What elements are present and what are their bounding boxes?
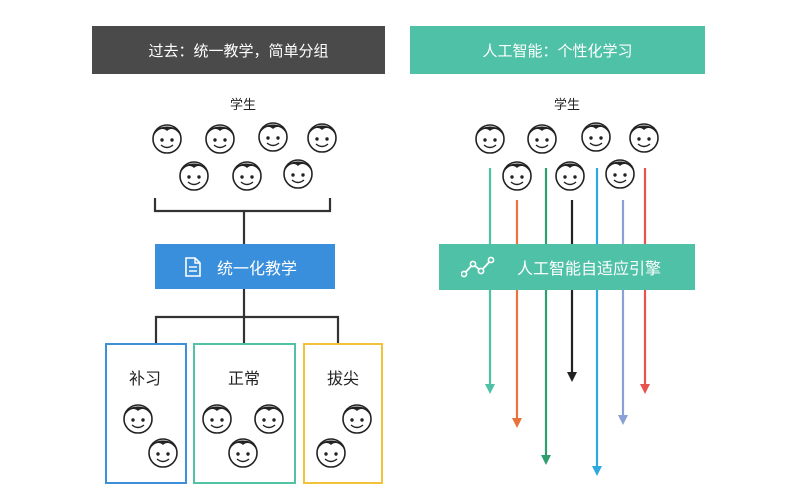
student-face-icon	[307, 123, 337, 153]
left-title-banner: 过去：统一教学，简单分组	[92, 26, 385, 74]
arrow-4	[567, 200, 577, 382]
student-face-icon	[152, 124, 182, 154]
document-icon	[185, 256, 201, 277]
student-face-icon	[629, 123, 659, 153]
group-box-remedial: 补习	[105, 343, 187, 484]
student-face-icon	[475, 124, 505, 154]
student-face-icon	[123, 404, 153, 434]
right-title: 人工智能：个性化学习	[482, 41, 633, 60]
arrow-6	[618, 200, 628, 425]
student-face-icon	[254, 404, 284, 434]
right-title-banner: 人工智能：个性化学习	[410, 26, 705, 74]
student-face-icon	[148, 438, 178, 468]
group-box-normal: 正常	[193, 343, 296, 484]
student-face-icon	[283, 159, 313, 189]
arrow-5	[592, 168, 602, 476]
left-student-faces	[152, 122, 337, 191]
student-face-icon	[605, 159, 635, 189]
ai-adaptive-engine-label: 人工智能自适应引擎	[517, 259, 662, 278]
left-bottom-bracket	[154, 289, 340, 343]
network-icon	[460, 256, 495, 278]
right-students-label: 学生	[553, 98, 580, 113]
student-face-icon	[202, 404, 232, 434]
right-arrows	[485, 168, 650, 476]
arrow-2	[512, 200, 522, 428]
group-box-top: 拔尖	[303, 343, 383, 484]
left-title: 过去：统一教学，简单分组	[148, 41, 329, 60]
left-top-bracket	[153, 198, 332, 244]
student-face-icon	[205, 124, 235, 154]
student-face-icon	[342, 404, 372, 434]
student-face-icon	[228, 438, 258, 468]
student-face-icon	[581, 122, 611, 152]
student-face-icon	[232, 161, 262, 191]
group-label-normal: 正常	[228, 369, 261, 388]
student-face-icon	[316, 438, 346, 468]
arrow-3	[541, 168, 551, 465]
student-face-icon	[555, 161, 585, 191]
left-students-label: 学生	[229, 98, 256, 113]
student-face-icon	[258, 122, 288, 152]
right-student-faces	[475, 122, 659, 191]
group-label-remedial: 补习	[129, 369, 162, 388]
group-label-top: 拔尖	[327, 369, 360, 388]
student-face-icon	[502, 161, 532, 191]
ai-adaptive-engine-bar: 人工智能自适应引擎	[439, 244, 695, 290]
uniform-teaching-bar: 统一化教学	[155, 244, 335, 289]
student-face-icon	[179, 161, 209, 191]
student-face-icon	[527, 124, 557, 154]
uniform-teaching-label: 统一化教学	[217, 258, 298, 278]
